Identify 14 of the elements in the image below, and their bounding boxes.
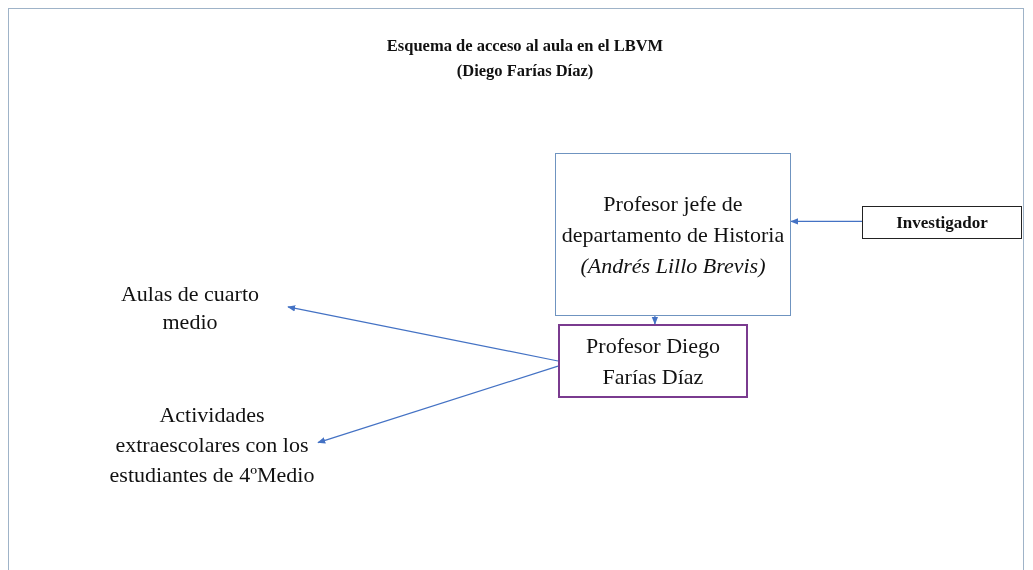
person-name: (Andrés Lillo Brevis) bbox=[580, 252, 766, 280]
arrow bbox=[651, 315, 659, 325]
arrow bbox=[317, 365, 559, 444]
diagram-title: Esquema de acceso al aula en el LBVM (Diego Farías Díaz) bbox=[385, 35, 665, 82]
process-box bbox=[558, 324, 748, 398]
box-label: Profesor jefe de departamento de Historia bbox=[560, 190, 786, 249]
process-box bbox=[862, 206, 1022, 239]
box-label: Profesor Diego Farías Díaz bbox=[585, 332, 721, 391]
box-label: Investigador bbox=[896, 211, 988, 234]
arrow bbox=[287, 305, 559, 362]
text-label: Actividades extraescolares con los estudiantes de 4ºMedio bbox=[106, 384, 318, 506]
process-box bbox=[555, 153, 791, 316]
text-label: Aulas de cuarto medio bbox=[92, 280, 288, 336]
arrow bbox=[790, 218, 863, 225]
